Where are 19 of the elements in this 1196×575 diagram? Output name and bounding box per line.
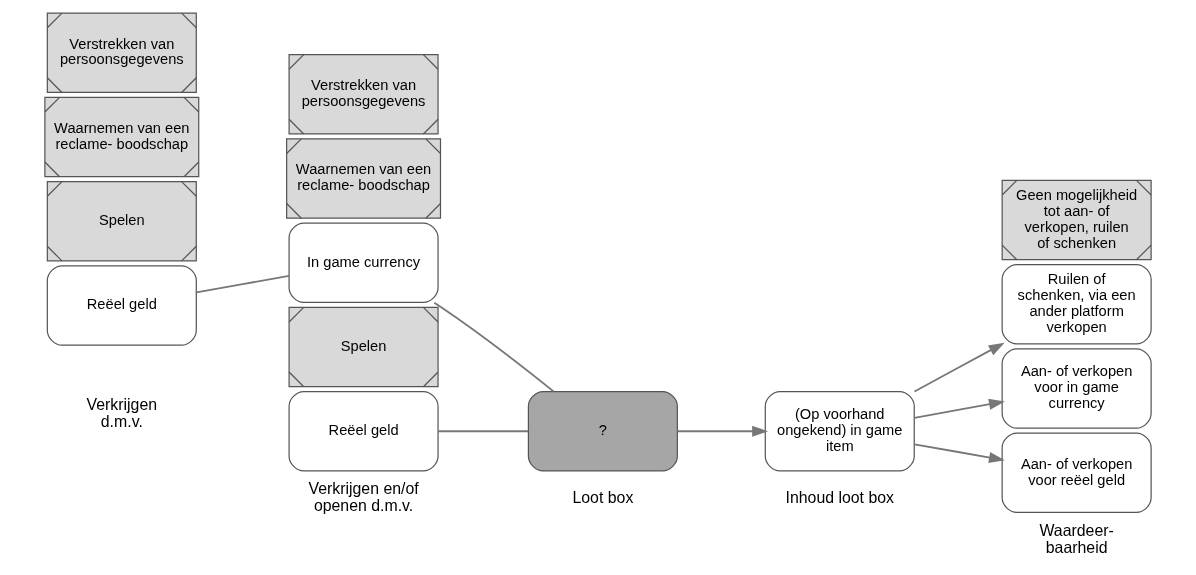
connector: [437, 430, 530, 433]
node-box: Reëel geld: [46, 265, 197, 346]
label: Waardeer- baarheid: [1039, 521, 1114, 556]
node-box: In game currency: [288, 222, 439, 304]
arrow: [913, 398, 1005, 419]
node-box: Aan- of verkopen voor in game currency: [1001, 348, 1152, 429]
label: Inhoud loot box: [785, 488, 894, 506]
connector: [195, 274, 290, 294]
arrow: [676, 425, 769, 437]
arrow: [913, 342, 1005, 393]
connector: [433, 301, 555, 393]
node-box: Reëel geld: [288, 390, 439, 472]
node-box: Aan- of verkopen voor reëel geld: [1001, 432, 1152, 514]
label: Verkrijgen d.m.v.: [86, 395, 158, 430]
node-box: Ruilen of schenken, via een ander platform verkopen: [1001, 264, 1152, 345]
node-box: ?: [527, 390, 678, 472]
node-box: (Op voorhand ongekend) in game item: [764, 390, 915, 472]
label: Loot box: [572, 488, 634, 506]
arrow: [913, 443, 1005, 463]
